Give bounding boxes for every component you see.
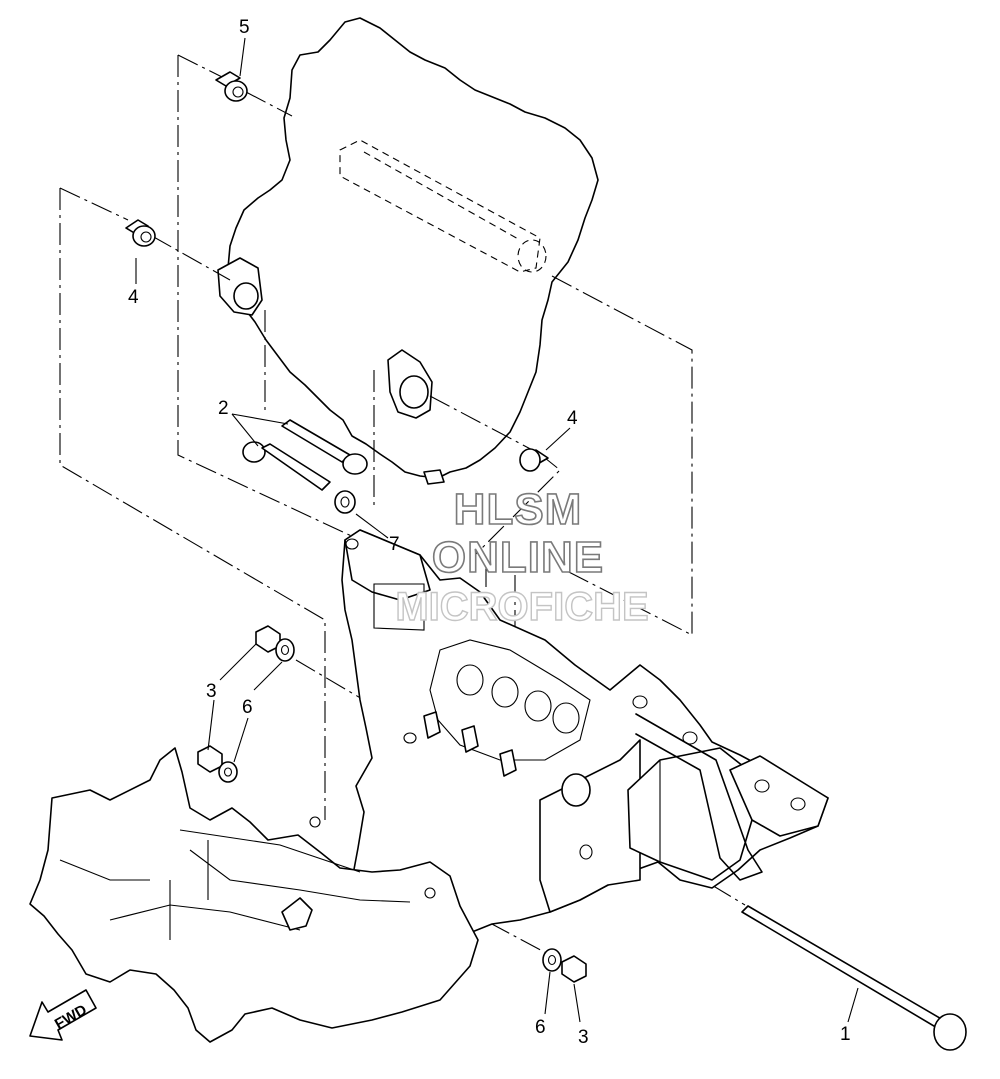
washer-7 bbox=[334, 490, 356, 514]
callout-leaders bbox=[135, 37, 859, 1023]
nut-3-bottom bbox=[561, 955, 587, 983]
watermark-line3: MICROFICHE bbox=[395, 585, 648, 629]
callout-3-bottom: 3 bbox=[578, 1027, 589, 1048]
callout-3-upper: 3 bbox=[206, 681, 217, 702]
washer-6-lower bbox=[218, 761, 238, 783]
callout-7: 7 bbox=[389, 534, 400, 555]
bolt-4-right bbox=[519, 448, 549, 472]
callout-2: 2 bbox=[218, 398, 229, 419]
fasteners bbox=[125, 71, 967, 1051]
callout-5: 5 bbox=[239, 17, 250, 38]
fwd-arrow: FWD bbox=[29, 989, 97, 1041]
watermark-line1: HLSM bbox=[454, 485, 583, 534]
nut-3-lower bbox=[197, 745, 223, 773]
bolt-4-left bbox=[125, 219, 156, 247]
callout-1: 1 bbox=[840, 1024, 851, 1045]
callout-4-left: 4 bbox=[128, 287, 139, 308]
callout-labels: 5 4 4 2 7 3 6 6 3 1 bbox=[128, 17, 851, 1048]
callout-4-right: 4 bbox=[567, 408, 578, 429]
watermark-line2: ONLINE bbox=[432, 533, 604, 582]
bolt-2-upper bbox=[281, 419, 368, 475]
washer-6-bottom bbox=[542, 948, 562, 972]
callout-6-upper: 6 bbox=[242, 697, 253, 718]
subframe bbox=[29, 747, 479, 1043]
bolt-2-lower bbox=[242, 441, 331, 491]
engine-block bbox=[217, 17, 599, 485]
callout-6-bottom: 6 bbox=[535, 1017, 546, 1038]
through-bolt-1 bbox=[741, 905, 967, 1051]
watermark: HLSM ONLINE MICROFICHE bbox=[395, 484, 650, 630]
bolt-5 bbox=[215, 71, 248, 102]
engine-mount-bracket bbox=[341, 529, 829, 941]
washer-6-upper bbox=[275, 638, 295, 662]
